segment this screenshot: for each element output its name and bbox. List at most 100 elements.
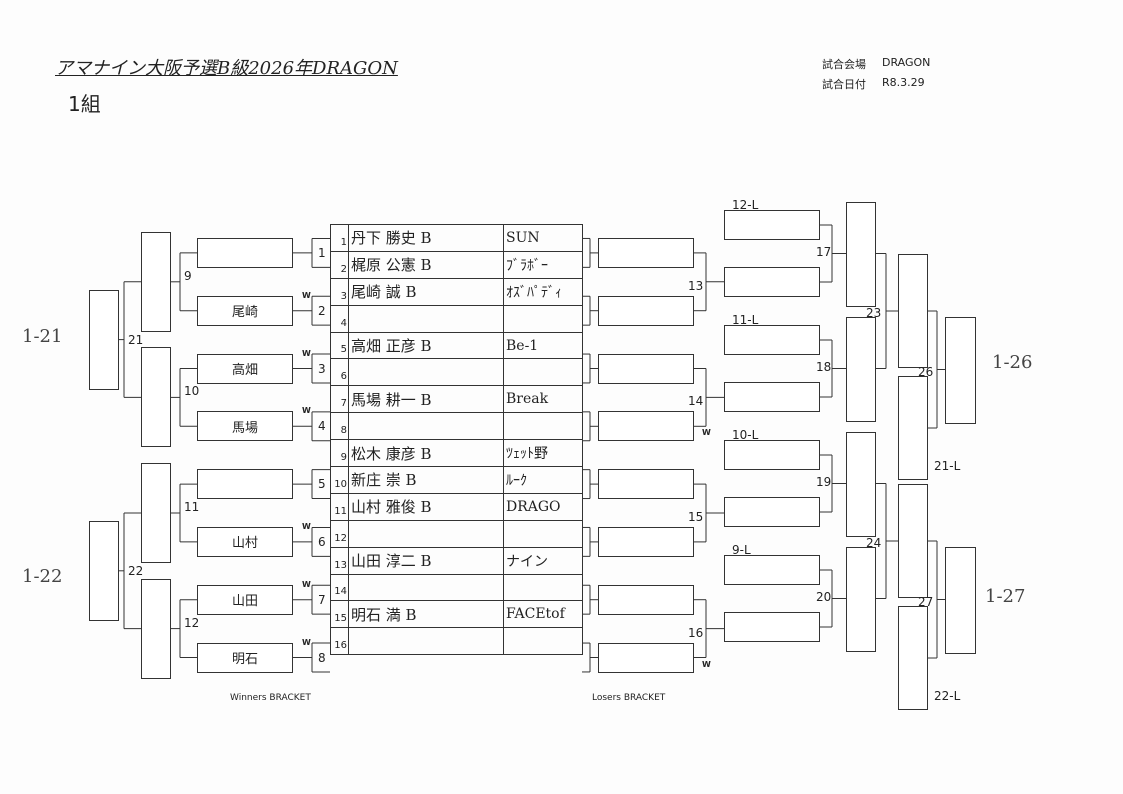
loser-slot[interactable] [724,382,820,412]
seed-number: 3 [330,277,349,306]
player-name: 山村 雅俊 B [348,492,504,521]
team-name: Be-1 [503,331,583,360]
match-number: 3 [318,361,326,376]
match-number: 18 [816,359,832,374]
match-number: 8 [318,650,326,665]
final-slot[interactable] [945,316,976,424]
loser-slot[interactable] [598,353,694,384]
winner-mark: W [702,428,711,437]
match-number: 20 [816,589,832,604]
winner-slot[interactable] [197,237,293,268]
match-number: 15 [688,510,704,524]
drop-label: 12-L [732,198,759,212]
match-number: 13 [688,278,704,293]
team-name [503,412,583,441]
player-name [348,519,504,548]
player-row: 12 [330,519,583,548]
seed-number: 14 [330,573,349,602]
match-number: 1 [318,245,326,260]
seed-number: 11 [330,492,349,521]
losers-bracket-label: Losers BRACKET [592,693,666,703]
player-row: 4 [330,304,583,333]
match-number: 14 [688,394,704,409]
match-number: 11 [184,500,200,514]
loser-slot[interactable] [846,316,876,422]
winner-slot[interactable] [89,520,119,621]
loser-slot[interactable] [846,546,876,652]
loser-slot[interactable] [898,376,928,480]
seed-number: 13 [330,546,349,575]
loser-slot[interactable] [724,267,820,297]
loser-slot[interactable] [898,484,928,598]
winner-slot[interactable] [89,289,119,390]
loser-slot[interactable] [898,254,928,368]
match-number: 27 [918,594,934,609]
seed-number: 7 [330,385,349,414]
loser-slot[interactable] [846,431,876,537]
team-name [503,573,583,602]
loser-slot[interactable] [598,411,694,442]
seed-number: 12 [330,519,349,548]
winner-mark: W [302,637,311,647]
loser-slot[interactable] [724,555,820,585]
loser-slot[interactable] [598,584,694,615]
loser-slot[interactable] [724,325,820,355]
loser-slot[interactable] [724,440,820,470]
winner-slot[interactable] [141,231,171,332]
handwritten-note: 1-21 [22,326,63,347]
winner-slot[interactable]: 尾崎 [197,295,293,326]
loser-slot[interactable] [724,210,820,240]
winner-slot[interactable]: 高畑 [197,353,293,384]
loser-slot[interactable] [598,526,694,557]
match-number: 19 [816,474,832,489]
handwritten-note: 1-26 [992,352,1033,373]
team-name [503,519,583,548]
seed-number: 8 [330,412,349,441]
player-name: 明石 満 B [348,600,504,629]
loser-slot[interactable] [898,606,928,710]
drop-label: 9-L [732,543,751,557]
loser-slot[interactable] [724,612,820,642]
seed-number: 5 [330,331,349,360]
winner-slot[interactable] [197,469,293,500]
player-name [348,304,504,333]
winner-slot[interactable]: 明石 [197,642,293,673]
winner-slot[interactable]: 馬場 [197,411,293,442]
winner-mark: W [302,521,311,531]
player-row: 16 [330,627,583,656]
drop-label: 21-L [934,459,961,473]
seed-number: 15 [330,600,349,629]
winner-slot[interactable]: 山田 [197,584,293,615]
match-number: 26 [918,364,934,379]
winner-slot[interactable] [141,347,171,448]
team-name: ﾙｰｸ [503,466,583,494]
team-name: ﾂｪｯﾄ野 [503,439,583,468]
match-number: 2 [318,303,326,318]
seed-number: 16 [330,627,349,656]
loser-slot[interactable] [846,201,876,307]
winner-slot[interactable] [141,463,171,563]
final-slot[interactable] [945,546,976,654]
player-name [348,358,504,387]
group-label: 1組 [68,92,101,116]
handwritten-note: 1-22 [22,566,63,587]
winner-slot[interactable]: 山村 [197,526,293,557]
venue-value: DRAGON [882,56,931,69]
match-number: 17 [816,244,832,259]
team-name [503,627,583,656]
loser-slot[interactable] [598,642,694,673]
player-name: 馬場 耕一 B [348,385,504,414]
loser-slot[interactable] [598,237,694,268]
seed-number: 4 [330,304,349,333]
drop-label: 22-L [934,689,961,703]
loser-slot[interactable] [724,497,820,527]
winner-slot[interactable] [141,578,171,679]
loser-slot[interactable] [598,469,694,500]
loser-slot[interactable] [598,295,694,326]
